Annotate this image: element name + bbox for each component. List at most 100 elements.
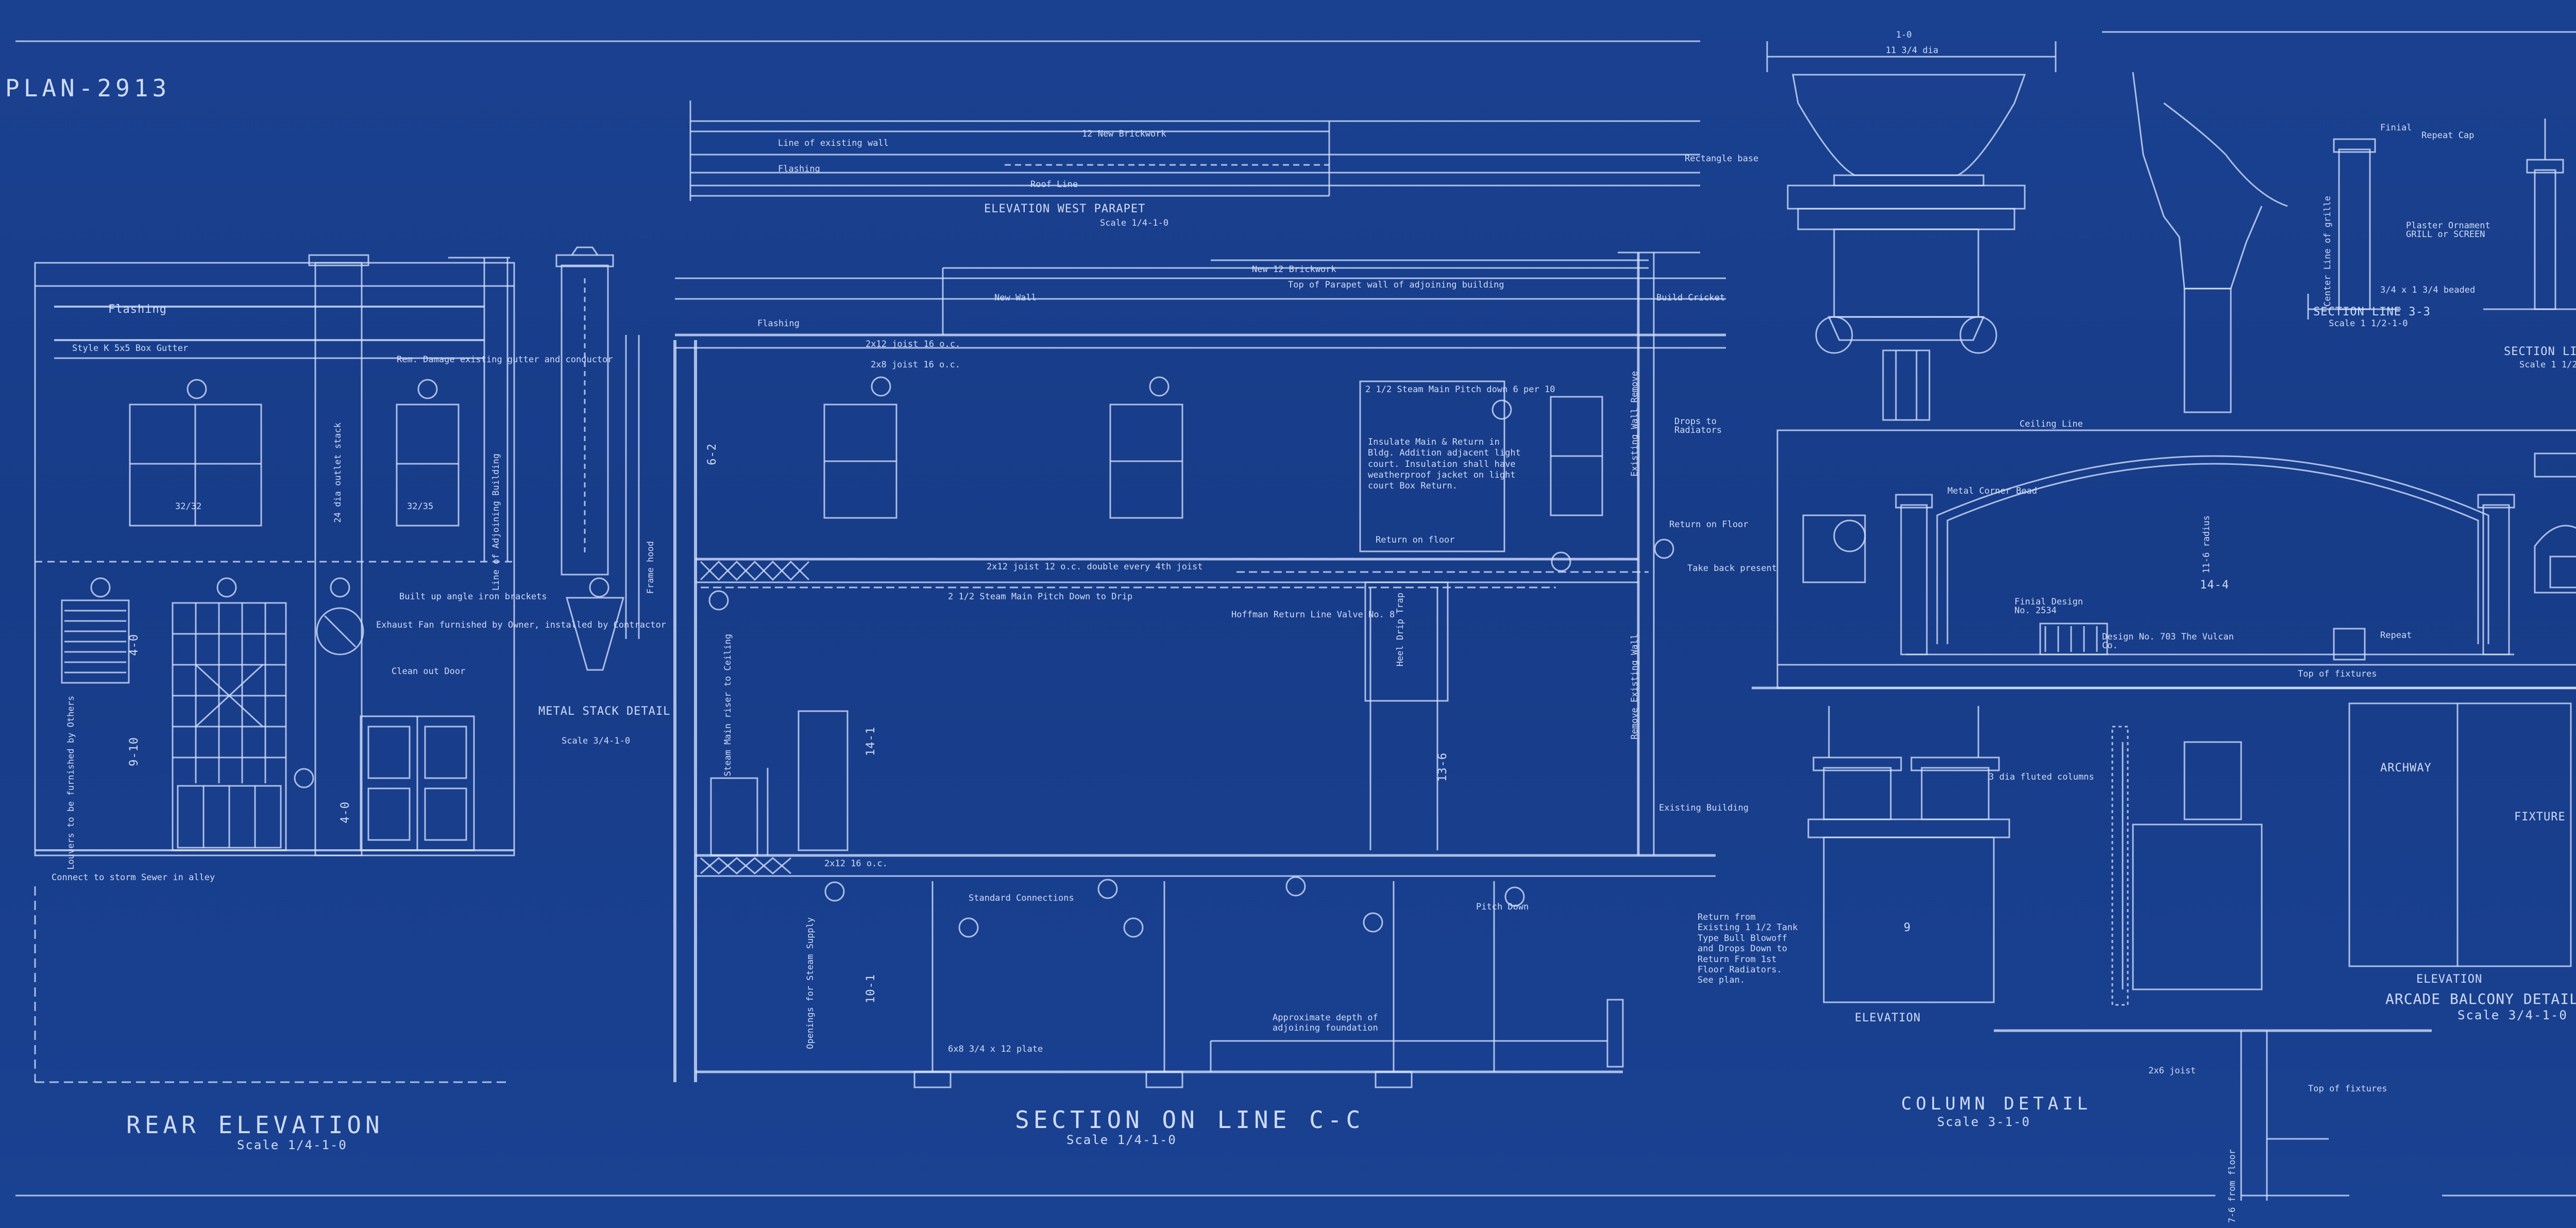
cc-build-cricket-note: Build Cricket	[1656, 293, 1725, 303]
cc-dim-1: 14-1	[865, 727, 877, 756]
rear-adjoining-note: Line of Adjoining Building	[491, 453, 501, 591]
arcade-repeat-note: Repeat	[2380, 630, 2412, 641]
cc-top-parapet-note: Top of Parapet wall of adjoining buildin…	[1288, 280, 1504, 290]
section-cc-title: SECTION ON LINE C-C	[1015, 1106, 1365, 1134]
cc-std-connections-note: Standard Connections	[969, 893, 1074, 903]
section-33-center-line-note: Center Line of grille	[2323, 196, 2333, 307]
column-dim-top: 1-0	[1896, 30, 1912, 40]
cc-joist-8-note: 2x8 joist 16 o.c.	[871, 360, 960, 370]
west-parapet-title: ELEVATION WEST PARAPET	[984, 203, 1146, 215]
parapet-roof-line-note: Roof Line	[1030, 179, 1078, 190]
arcade-balcony-drawing	[1776, 429, 2576, 689]
cc-remove-wall-note: Remove Existing Wall	[1630, 634, 1640, 739]
section-cc-scale: Scale 1/4-1-0	[1066, 1133, 1177, 1147]
rear-height-2: 9-10	[128, 737, 141, 766]
arcade-finial-note: Finial Design No. 2534	[2014, 597, 2083, 616]
cc-dim-2: 13-6	[1436, 752, 1449, 782]
cc-dim-3: 10-1	[865, 974, 877, 1003]
rear-window-size-1: 32/32	[175, 501, 202, 512]
cc-joist-14-note: 2x12 16 o.c.	[824, 859, 888, 869]
arcade-radius-note: 11-6 radius	[2201, 515, 2212, 574]
rear-angle-brackets-note: Built up angle iron brackets	[399, 592, 547, 602]
cc-dim-4: 6-2	[706, 443, 719, 465]
rear-height-1: 4-0	[128, 634, 141, 656]
arcade-metal-bead-note: Metal Corner Bead	[1947, 486, 2037, 496]
cc-pitch-down-note: Pitch Down	[1476, 902, 1529, 912]
plan-number: PLAN-2913	[5, 74, 171, 102]
metal-stack-drawing	[555, 246, 640, 671]
west-parapet-drawing	[689, 100, 1700, 201]
section-22-drawing	[2483, 119, 2576, 310]
cc-hoffman-note: Hoffman Return Line Valve No. 8	[1231, 610, 1395, 620]
cc-plate-note: 6x8 3/4 x 12 plate	[948, 1044, 1043, 1054]
arcade-top-fixtures-note: Top of fixtures	[2298, 669, 2377, 679]
cc-flashing-note: Flashing	[757, 318, 800, 329]
cc-existing-wall-note: Existing Wall Remove	[1630, 371, 1640, 477]
rear-flashing-note: Flashing	[108, 303, 167, 316]
arcade-ceiling-line-note: Ceiling Line	[2020, 419, 2083, 429]
cc-return-floor2-note: Return on Floor	[1669, 519, 1749, 530]
cc-return-floor-note: Return on floor	[1376, 535, 1455, 545]
rear-elevation-title: REAR ELEVATION	[126, 1111, 384, 1139]
cc-take-back-note: Take back present	[1687, 563, 1777, 574]
rear-exhaust-fan-note: Exhaust Fan furnished by Owner, installe…	[376, 620, 666, 630]
column-elevation-label: ELEVATION	[1855, 1012, 1921, 1024]
column-rect-base-note: Rectangle base	[1685, 154, 1759, 164]
section-cc-drawing	[673, 251, 1726, 1088]
rear-remove-gutter-note: Rem. Damage existing gutter and conducto…	[397, 355, 613, 365]
cc-steam-main-note: 2 1/2 Steam Main Pitch down 6 per 10	[1365, 384, 1555, 395]
arcade-archway-label: ARCHWAY	[2380, 762, 2432, 775]
cc-new-brickwork-note: New 12 Brickwork	[1252, 264, 1336, 275]
arcade-balcony-scale: Scale 3/4-1-0	[2458, 1008, 2568, 1022]
metal-stack-title: METAL STACK DETAIL	[538, 705, 671, 718]
cc-drip-trap-note: Heel Drip Trap	[1395, 593, 1405, 667]
arcade-fixture-label: FIXTURE	[2514, 811, 2566, 823]
lower-details-drawing	[1807, 702, 2572, 1201]
section-22-scale: Scale 1 1/2-1-0	[2519, 360, 2576, 370]
metal-stack-scale: Scale 3/4-1-0	[562, 736, 631, 746]
arcade-design-note: Design No. 703 The Vulcan Co.	[2102, 632, 2234, 651]
section-33-scale: Scale 1 1/2-1-0	[2329, 318, 2408, 329]
column-from-floor-note: 7-6 from floor	[2227, 1149, 2238, 1223]
column-dim-dia: 11 3/4 dia	[1886, 45, 1939, 56]
west-parapet-scale: Scale 1/4-1-0	[1100, 218, 1169, 228]
section-22-title: SECTION LINE 2-2	[2504, 345, 2576, 358]
rear-height-3: 4-0	[339, 801, 352, 823]
rear-elevation-drawing	[34, 254, 515, 1083]
rear-window-size-2: 32/35	[407, 501, 434, 512]
cc-foundation-note: Approximate depth of adjoining foundatio…	[1273, 1013, 1378, 1034]
rear-gutter-note: Style K 5x5 Box Gutter	[72, 343, 189, 354]
section-33-beaded-note: 3/4 x 1 3/4 beaded	[2380, 285, 2476, 295]
parapet-new-brick-note: 12 New Brickwork	[1082, 129, 1166, 139]
rear-louvers-note: Louvers to be furnished by Others	[66, 696, 76, 870]
column-top-fixtures-note: Top of fixtures	[2308, 1084, 2387, 1094]
column-fluted-note: 3 dia fluted columns	[1989, 772, 2094, 782]
rear-elevation-scale: Scale 1/4-1-0	[237, 1138, 347, 1152]
cc-radiators-note: Drops to Radiators	[1674, 416, 1722, 435]
cc-openings-note: Openings for Steam Supply	[805, 917, 816, 1049]
cc-new-wall-note: New Wall	[994, 293, 1037, 303]
cc-joist-roof-note: 2x12 joist 16 o.c.	[866, 339, 961, 349]
column-detail-drawing	[1766, 41, 2057, 421]
column-dim-9: 9	[1904, 921, 1911, 934]
cc-steam-riser-note: Steam Main riser to Ceiling	[723, 634, 733, 777]
column-detail-title: COLUMN DETAIL	[1901, 1094, 2092, 1114]
cc-joist-double-note: 2x12 joist 12 o.c. double every 4th jois…	[987, 562, 1203, 572]
section-33-finial-note: Finial	[2380, 123, 2412, 133]
section-33-drawing	[2132, 72, 2401, 413]
metal-stack-note: Frame hood	[646, 541, 656, 594]
column-joist-note: 2x6 joist	[2148, 1066, 2196, 1076]
rear-cleanout-note: Clean out Door	[392, 666, 466, 677]
cc-insulate-note: Insulate Main & Return in Bldg. Addition…	[1368, 437, 1521, 491]
rear-outlet-stack-note: 24 dia outlet stack	[333, 423, 343, 523]
parapet-flashing-note: Flashing	[778, 164, 820, 174]
cc-return-from-note: Return from Existing 1 1/2 Tank Type Bul…	[1698, 912, 1798, 986]
arcade-dims: 14-4	[2200, 579, 2229, 592]
parapet-existing-wall-note: Line of existing wall	[778, 138, 889, 148]
column-detail-scale: Scale 3-1-0	[1937, 1115, 2030, 1129]
arcade-elevation-label: ELEVATION	[2416, 973, 2483, 986]
section-33-ornament-note: Plaster Ornament GRILL or SCREEN	[2406, 221, 2490, 240]
rear-sewer-note: Connect to storm Sewer in alley	[52, 872, 215, 883]
